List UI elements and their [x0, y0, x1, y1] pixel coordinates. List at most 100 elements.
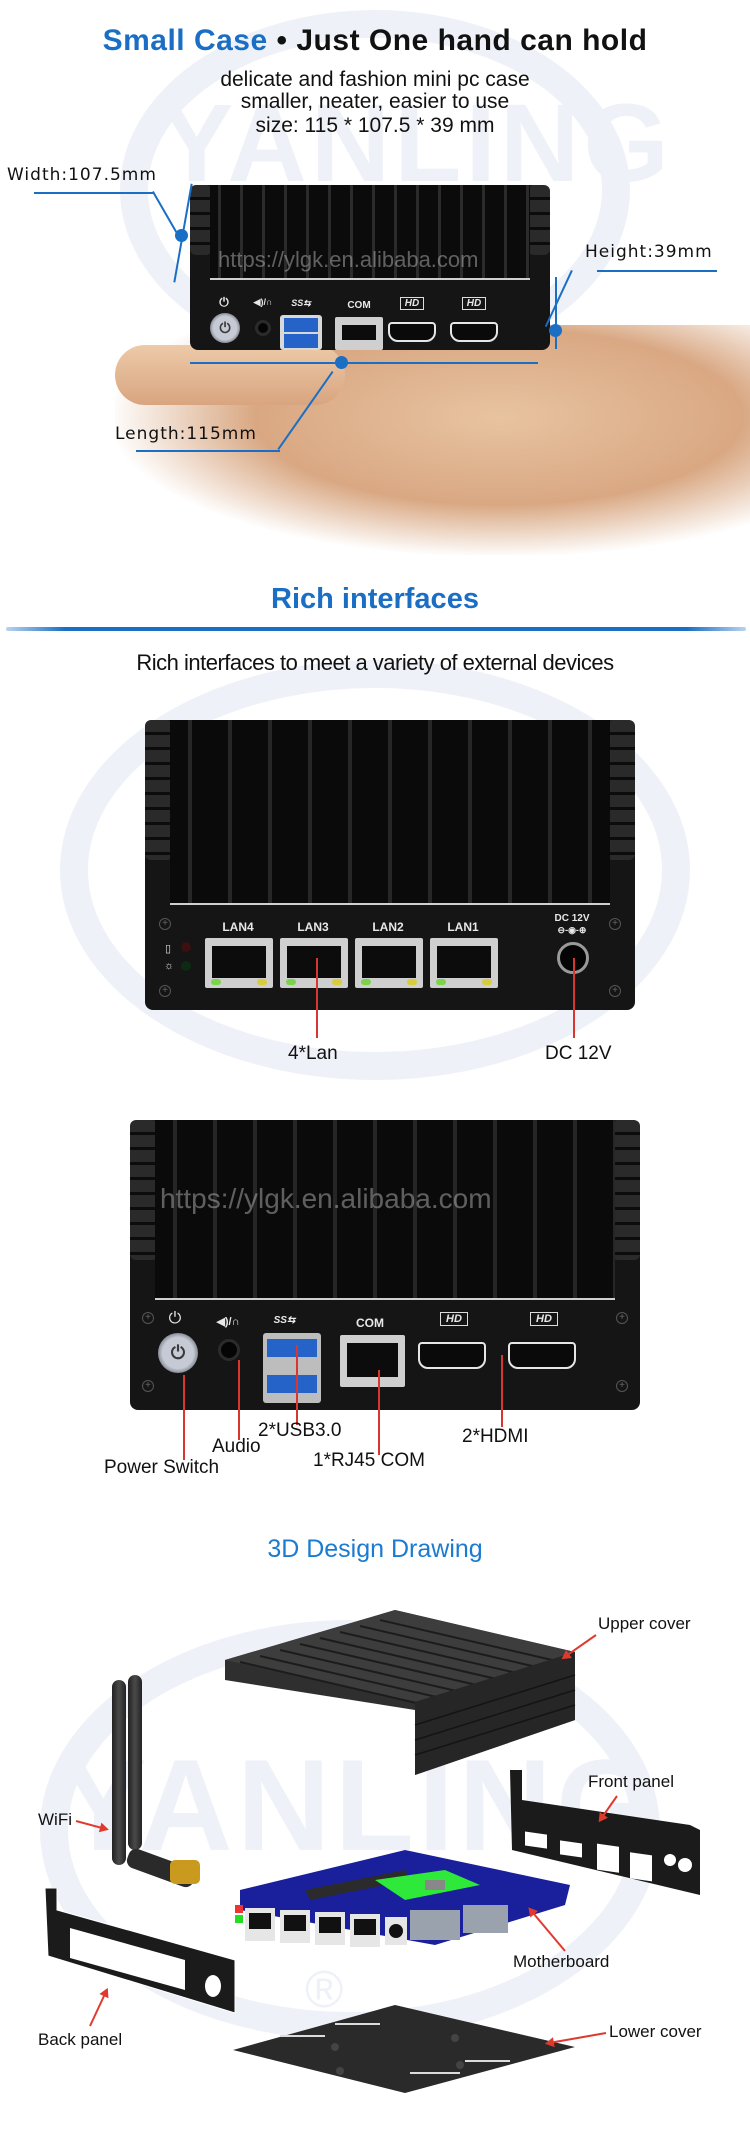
audio-icon-small: ◀)/∩ — [253, 297, 273, 307]
wifi-label: WiFi — [38, 1810, 72, 1829]
power-icon: ⏻ — [168, 1310, 182, 1327]
com-callout-line — [378, 1370, 380, 1455]
screw-icon: + — [142, 1380, 154, 1392]
lan-callout-line — [316, 958, 318, 1038]
hdd-led-icon: ▯ — [165, 943, 172, 955]
dc-polarity-icon: ⊖-◉-⊕ — [557, 925, 587, 935]
front-panel-drawing — [510, 1770, 700, 1895]
lan1-label: LAN1 — [447, 920, 479, 934]
lan4-port — [205, 938, 273, 988]
length-marker-dot — [335, 356, 348, 369]
hdd-led — [181, 942, 191, 952]
hdmi-port-small-1 — [388, 322, 436, 342]
screw-icon: + — [159, 918, 171, 930]
hd-icon-small-2: HD — [462, 297, 486, 310]
subtitle-line-1: delicate and fashion mini pc case — [220, 68, 530, 91]
height-leader-line — [597, 270, 717, 272]
hd-icon-2: HD — [530, 1312, 558, 1326]
design-title: 3D Design Drawing — [267, 1535, 483, 1563]
front-panel-label: Front panel — [588, 1772, 674, 1791]
lan4-label: LAN4 — [222, 920, 254, 934]
lower-cover-drawing — [233, 2005, 575, 2093]
length-measure-line — [190, 362, 538, 364]
wifi-sma-connector — [170, 1860, 200, 1884]
lan3-label: LAN3 — [297, 920, 329, 934]
power-led — [181, 961, 191, 971]
hd-icon-small-1: HD — [400, 297, 424, 310]
screw-icon: + — [609, 918, 621, 930]
back-panel-label: Back panel — [38, 2030, 123, 2049]
hdmi-port-small-2 — [450, 322, 498, 342]
watermark-url-large: https://ylgk.en.alibaba.com — [160, 1183, 492, 1214]
height-marker-dot — [549, 324, 562, 337]
com-callout: 1*RJ45 COM — [313, 1450, 425, 1471]
lan2-label: LAN2 — [372, 920, 404, 934]
dc-callout: DC 12V — [545, 1043, 612, 1064]
screw-icon: + — [616, 1312, 628, 1324]
device-back-panel: + + + + ▯ ☼ LAN4 LAN3 LAN2 LAN1 DC 12V ⊖… — [145, 720, 635, 1010]
upper-cover-label: Upper cover — [598, 1614, 691, 1633]
com-port-small — [335, 317, 383, 350]
usb-icon-small: SS⇆ — [291, 298, 311, 308]
subtitle-line-2: smaller, neater, easier to use — [240, 90, 510, 113]
length-leader-line — [136, 450, 280, 452]
power-switch-callout: Power Switch — [104, 1457, 220, 1478]
lan3-port — [280, 938, 348, 988]
title-one-hand: Just One hand can hold — [296, 24, 648, 57]
width-dimension-label: Width:107.5mm — [7, 165, 157, 185]
hd-icon-1: HD — [440, 1312, 468, 1326]
lower-cover-label: Lower cover — [609, 2022, 702, 2041]
watermark-registered: ® — [305, 1961, 348, 2019]
screw-icon: + — [616, 1380, 628, 1392]
wifi-antenna-2 — [128, 1675, 142, 1850]
wifi-antenna-1 — [112, 1680, 126, 1865]
page-title: Small Case • Just One hand can hold — [0, 24, 750, 58]
dc-callout-line — [573, 958, 575, 1038]
com-label: COM — [356, 1316, 384, 1330]
power-callout-line — [183, 1375, 185, 1460]
rich-interfaces-title: Rich interfaces — [271, 583, 479, 615]
back-panel-drawing — [44, 1888, 236, 2014]
dc-label-panel: DC 12V — [554, 913, 590, 924]
hdmi-callout-line — [501, 1355, 503, 1427]
lan2-port — [355, 938, 423, 988]
motherboard-drawing — [235, 1850, 570, 1947]
usb-callout-line — [296, 1345, 298, 1425]
device-front-panel: https://ylgk.en.alibaba.com + + + + ⏻ ⏻ … — [130, 1120, 640, 1410]
screw-icon: + — [609, 985, 621, 997]
screw-icon: + — [142, 1312, 154, 1324]
width-marker-dot — [175, 229, 188, 242]
lan1-port — [430, 938, 498, 988]
height-measure-line — [555, 277, 557, 349]
subtitle-line-3: size: 115 * 107.5 * 39 mm — [255, 114, 495, 137]
hdmi-callout: 2*HDMI — [462, 1426, 529, 1447]
hdmi-port-2 — [508, 1342, 576, 1369]
audio-callout: Audio — [212, 1436, 261, 1457]
device-front-small: https://ylgk.en.alibaba.com ⏻ ⏻ ◀)/∩ SS⇆… — [190, 185, 550, 350]
title-bullet: • — [276, 24, 288, 57]
audio-jack-small — [255, 320, 271, 336]
power-button-small: ⏻ — [210, 313, 240, 343]
lan-callout: 4*Lan — [288, 1043, 338, 1064]
audio-jack — [218, 1339, 240, 1361]
hand-fingers — [115, 345, 345, 405]
usb-port-small — [280, 315, 322, 350]
hdmi-port-1 — [418, 1342, 486, 1369]
audio-callout-line — [238, 1360, 240, 1440]
height-dimension-label: Height:39mm — [585, 242, 713, 262]
usb3-icon: SS⇆ — [273, 1315, 296, 1326]
length-dimension-label: Length:115mm — [115, 424, 257, 444]
screw-icon: + — [159, 985, 171, 997]
watermark-brand-top: YANLING — [160, 82, 673, 205]
upper-cover-drawing — [225, 1610, 576, 1775]
motherboard-label: Motherboard — [513, 1952, 610, 1971]
rj45-com-port — [340, 1335, 405, 1387]
rich-interfaces-description: Rich interfaces to meet a variety of ext… — [136, 650, 614, 675]
usb-callout: 2*USB3.0 — [258, 1420, 342, 1441]
audio-icon: ◀)/∩ — [216, 1316, 240, 1328]
power-icon-small: ⏻ — [219, 295, 229, 309]
power-led-icon: ☼ — [164, 960, 175, 972]
power-switch-button: ⏻ — [158, 1333, 198, 1373]
width-leader-line — [34, 192, 154, 194]
title-small-case: Small Case — [102, 24, 268, 57]
